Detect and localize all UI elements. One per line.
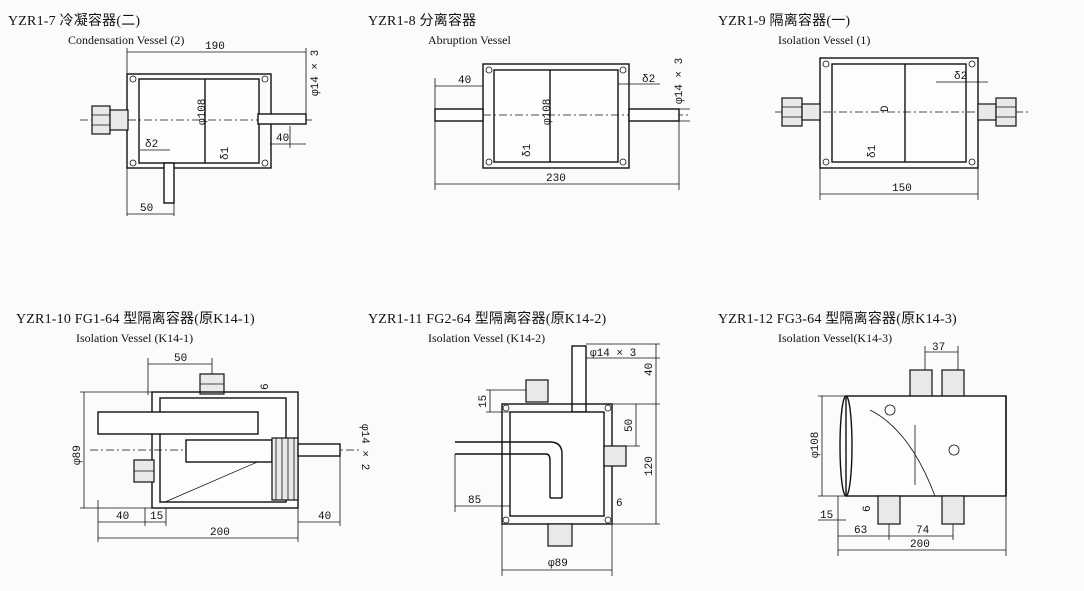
dim-six: 6 [862, 505, 874, 512]
panel-title: YZR1-8 分离容器 [368, 14, 477, 29]
panel-title: YZR1-10 FG1-64 型隔离容器(原K14-1) [16, 312, 255, 327]
dim-bottom: 50 [140, 203, 153, 215]
dim-delta2: δ2 [954, 71, 967, 83]
dim-six: 6 [616, 498, 623, 510]
dim-delta1: δ1 [522, 143, 534, 157]
dim-dia: φ108 [197, 99, 209, 125]
panel-title: YZR1-12 FG3-64 型隔离容器(原K14-3) [718, 312, 957, 327]
dim-pipe-len: 40 [276, 133, 289, 145]
dim-dia: φ89 [548, 558, 568, 570]
panel-title: YZR1-11 FG2-64 型隔离容器(原K14-2) [368, 312, 607, 327]
panel-yzr1-12: YZR1-12 FG3-64 型隔离容器(原K14-3) Isolation V… [710, 300, 1084, 591]
panel-title: YZR1-7 冷凝容器(二) [8, 14, 141, 29]
panel-yzr1-11: YZR1-11 FG2-64 型隔离容器(原K14-2) Isolation V… [360, 300, 720, 591]
dim-pipe: φ14 × 3 [590, 348, 636, 360]
isolation-vessel-k14-2-drawing: φ14 × 3 40 15 50 120 85 6 [454, 343, 660, 576]
condensation-vessel-drawing: 190 40 φ14 × 3 50 φ108 δ2 δ1 [80, 41, 322, 216]
dim-dia: D [880, 105, 892, 112]
abruption-vessel-drawing: 40 φ14 × 3 δ2 φ108 δ1 230 [434, 58, 690, 190]
dim-dia: φ108 [810, 432, 822, 458]
dim-height: 120 [644, 456, 656, 476]
dim-fifteen: 15 [820, 510, 833, 522]
dim-top: 50 [174, 353, 187, 365]
dim-dia: φ108 [542, 99, 554, 125]
dim-width: 230 [546, 173, 566, 185]
panel-subtitle: Condensation Vessel (2) [68, 33, 185, 47]
dim-fifty: 50 [624, 419, 636, 432]
dim-pipe: φ14 × 3 [674, 58, 686, 104]
dim-pipe: φ14 × 3 [310, 50, 322, 96]
isolation-vessel-k14-1-drawing: 50 6 φ14 × 2 φ89 [72, 353, 370, 542]
dim-width: 200 [910, 539, 930, 551]
dim-left: 40 [458, 75, 471, 87]
dim-width: 190 [205, 41, 225, 53]
dim-width: 150 [892, 183, 912, 195]
panel-yzr1-9: YZR1-9 隔离容器(一) Isolation Vessel (1) δ2 D… [710, 0, 1084, 260]
isolation-vessel-1-drawing: δ2 D δ1 150 [775, 57, 1030, 200]
dim-fifteen: 15 [150, 511, 163, 523]
dim-width: 200 [210, 527, 230, 539]
dim-right: 40 [318, 511, 331, 523]
dim-delta1: δ1 [220, 146, 232, 160]
dim-fifteen: 15 [478, 395, 490, 408]
panel-yzr1-10: YZR1-10 FG1-64 型隔离容器(原K14-1) Isolation V… [0, 300, 370, 591]
panel-subtitle: Isolation Vessel (1) [778, 33, 871, 47]
dim-sixtythree: 63 [854, 525, 867, 537]
dim-delta1: δ1 [867, 144, 879, 158]
dim-seventyfour: 74 [916, 525, 930, 537]
dim-top: 37 [932, 342, 945, 354]
dim-delta2: δ2 [642, 74, 655, 86]
dim-dia: φ89 [72, 445, 84, 465]
dim-pipe: φ14 × 2 [358, 424, 370, 470]
panel-subtitle: Abruption Vessel [428, 33, 511, 47]
panel-subtitle: Isolation Vessel (K14-1) [76, 331, 194, 345]
dim-eightyfive: 85 [468, 495, 481, 507]
panel-yzr1-7: YZR1-7 冷凝容器(二) Condensation Vessel (2) 1… [0, 0, 360, 260]
panel-subtitle: Isolation Vessel (K14-2) [428, 331, 546, 345]
isolation-vessel-k14-3-drawing: 37 φ108 6 15 63 74 200 [810, 342, 1007, 556]
panel-yzr1-8: YZR1-8 分离容器 Abruption Vessel 40 φ14 × 3 … [360, 0, 720, 260]
dim-six: 6 [260, 383, 272, 390]
dim-delta2: δ2 [145, 139, 158, 151]
dim-forty: 40 [644, 363, 656, 376]
dim-left: 40 [116, 511, 129, 523]
panel-title: YZR1-9 隔离容器(一) [718, 14, 851, 29]
panel-subtitle: Isolation Vessel(K14-3) [778, 331, 893, 345]
